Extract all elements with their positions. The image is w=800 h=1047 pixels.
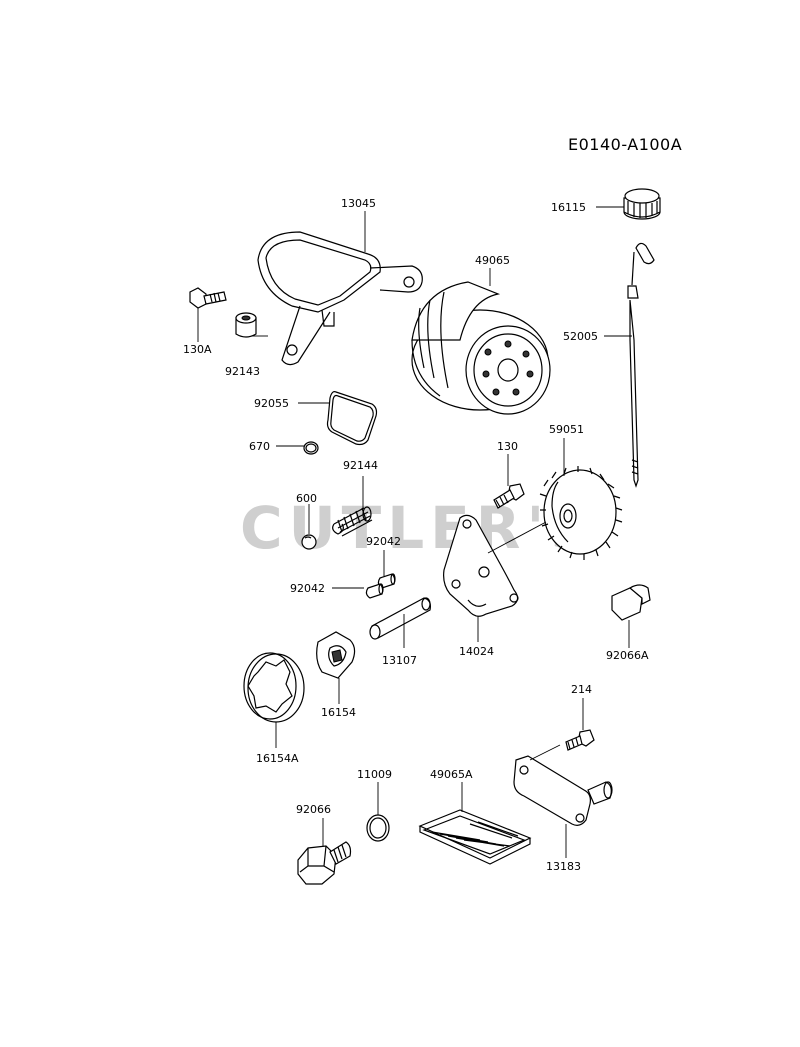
- label-13183: 13183: [546, 860, 581, 873]
- part-16115-dipstick-cap[interactable]: [596, 188, 661, 220]
- part-130A-bolt[interactable]: [189, 287, 227, 342]
- label-92042-upper: 92042: [366, 535, 401, 548]
- part-16154-inner-rotor[interactable]: [316, 631, 356, 704]
- part-11009-washer[interactable]: [366, 782, 390, 842]
- diagram-code: E0140-A100A: [568, 135, 682, 154]
- part-16154A-outer-rotor[interactable]: [243, 652, 305, 748]
- label-130: 130: [497, 440, 518, 453]
- label-16154A: 16154A: [256, 752, 299, 765]
- part-92066A-plug[interactable]: [611, 584, 651, 648]
- label-16115: 16115: [551, 201, 586, 214]
- label-92055: 92055: [254, 397, 289, 410]
- part-92042-pin-lower[interactable]: [332, 583, 384, 599]
- label-92143: 92143: [225, 365, 260, 378]
- label-59051: 59051: [549, 423, 584, 436]
- part-130-bolt[interactable]: [493, 454, 525, 509]
- label-214: 214: [571, 683, 592, 696]
- part-52005-dipstick[interactable]: [604, 242, 655, 488]
- label-92042-lower: 92042: [290, 582, 325, 595]
- label-49065: 49065: [475, 254, 510, 267]
- label-16154: 16154: [321, 706, 356, 719]
- label-130A: 130A: [183, 343, 212, 356]
- label-92066A: 92066A: [606, 649, 649, 662]
- part-13107-shaft[interactable]: [369, 597, 431, 648]
- part-600-ball[interactable]: [301, 504, 317, 550]
- part-13045-oil-strainer-housing[interactable]: [257, 211, 423, 366]
- part-49065A-strainer-screen[interactable]: [418, 782, 532, 865]
- label-13107: 13107: [382, 654, 417, 667]
- part-214-bolt[interactable]: [565, 698, 595, 751]
- part-670-o-ring[interactable]: [276, 441, 319, 455]
- label-14024: 14024: [459, 645, 494, 658]
- part-13183-bracket[interactable]: [513, 744, 613, 858]
- part-92144-spring[interactable]: [332, 476, 373, 537]
- watermark-text: CUTLER'S: [240, 494, 598, 562]
- part-92066-drain-plug[interactable]: [297, 818, 352, 885]
- part-92055-gasket[interactable]: [298, 391, 378, 446]
- label-600: 600: [296, 492, 317, 505]
- part-14024-pump-cover-plate[interactable]: [443, 514, 547, 642]
- label-52005: 52005: [563, 330, 598, 343]
- part-49065-oil-filter[interactable]: [411, 268, 551, 415]
- label-13045: 13045: [341, 197, 376, 210]
- part-59051-gear[interactable]: [539, 438, 623, 560]
- part-92143-collar[interactable]: [235, 312, 268, 338]
- label-92144: 92144: [343, 459, 378, 472]
- label-92066: 92066: [296, 803, 331, 816]
- label-670: 670: [249, 440, 270, 453]
- label-11009: 11009: [357, 768, 392, 781]
- label-49065A: 49065A: [430, 768, 473, 781]
